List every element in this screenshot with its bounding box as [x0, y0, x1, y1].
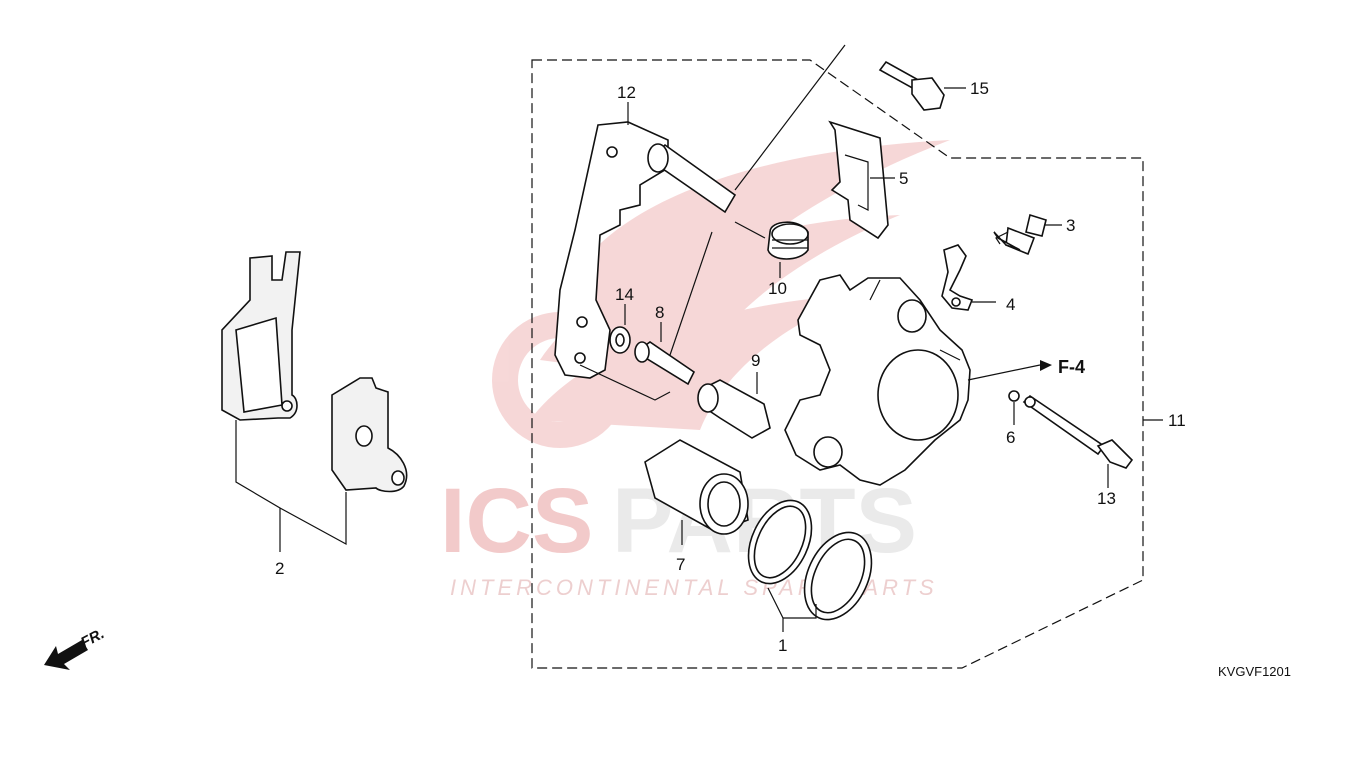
callout-1: 1 [778, 636, 787, 655]
slide-pin [634, 341, 696, 386]
pad-retainer-clip [941, 244, 974, 311]
callout-15: 15 [970, 79, 989, 98]
caliper-piston [644, 439, 749, 535]
callout-12: 12 [617, 83, 636, 102]
callout-6: 6 [1006, 428, 1015, 447]
callout-8: 8 [655, 303, 664, 322]
sealing-washer [1008, 390, 1020, 402]
front-direction-arrow: FR. [44, 625, 107, 670]
pad-spring [828, 120, 889, 240]
callout-10: 10 [768, 279, 787, 298]
bleeder-screw [993, 213, 1047, 256]
brake-pad-right [331, 377, 408, 493]
callout-14: 14 [615, 285, 634, 304]
piston-seal [747, 499, 813, 585]
reference-label: F-4 [1058, 357, 1085, 377]
pin-bolt [697, 379, 771, 439]
diagram-code: KVGVF1201 [1218, 664, 1291, 679]
leader-1 [767, 587, 817, 632]
divider-line [669, 44, 846, 356]
assembly-boundary [531, 59, 1144, 669]
callout-5: 5 [899, 169, 908, 188]
callout-13: 13 [1097, 489, 1116, 508]
callout-11: 11 [1168, 411, 1186, 430]
leader-10 [734, 221, 781, 278]
brake-pad-left [221, 251, 301, 421]
leader-12b [579, 364, 671, 401]
dust-seal [803, 531, 873, 621]
caliper-bracket [554, 121, 737, 379]
pin-washer [609, 326, 631, 354]
mounting-bolt [878, 60, 945, 111]
pad-pin [1022, 394, 1134, 469]
callout-7: 7 [676, 555, 685, 574]
slide-pin-boot [767, 221, 809, 260]
watermark-brand-red: ICS [440, 470, 593, 572]
callout-4: 4 [1006, 295, 1015, 314]
callout-9: 9 [751, 351, 760, 370]
arrow-down-left-icon [44, 640, 88, 670]
arrow-right-icon [1040, 360, 1052, 371]
callout-3: 3 [1066, 216, 1075, 235]
leader-2 [235, 420, 347, 552]
callout-2: 2 [275, 559, 284, 578]
leader-f4 [967, 364, 1041, 381]
caliper-body [784, 274, 971, 486]
